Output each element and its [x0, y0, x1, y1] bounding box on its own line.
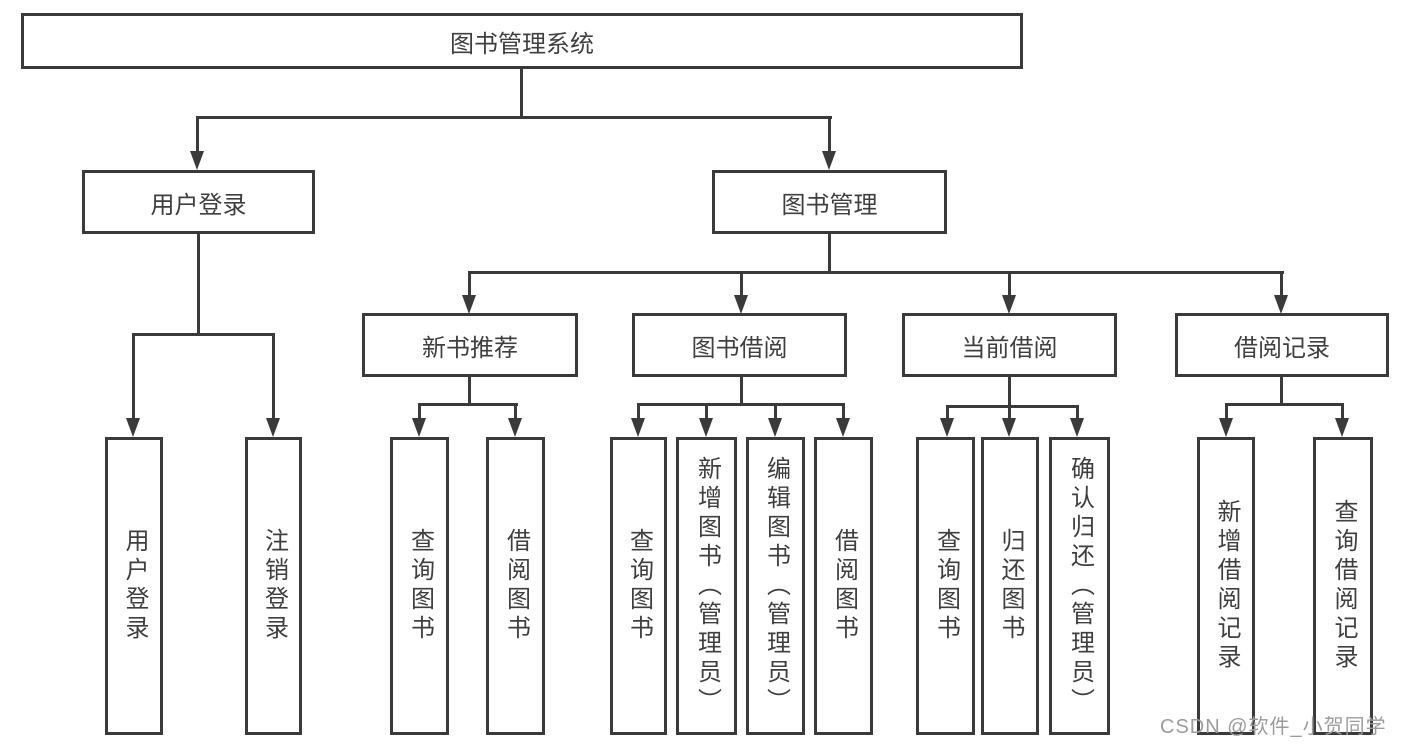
node-book-borrowing: 图书借阅 [632, 313, 847, 377]
node-current-borrowing: 当前借阅 [902, 313, 1117, 377]
arrow-down-icon [822, 151, 836, 170]
arrow-down-icon [699, 418, 713, 437]
connector-drop [946, 405, 949, 420]
arrow-down-icon [1070, 418, 1084, 437]
connector-root-stem [520, 68, 523, 118]
leaf-label: 确认归还（管理员） [1066, 455, 1094, 717]
arrow-down-icon [126, 418, 140, 437]
arrow-down-icon [412, 418, 426, 437]
connector-drop [740, 271, 743, 297]
connector-book-mgmt-drop [828, 116, 831, 153]
leaf-label: 注销登录 [260, 528, 288, 644]
connector-book-borrow-rail [637, 403, 845, 406]
leaf-cb-return-books: 归还图书 [981, 437, 1039, 735]
arrow-down-icon [1219, 418, 1233, 437]
leaf-user-login: 用户登录 [105, 437, 163, 735]
leaf-label: 借阅图书 [502, 528, 530, 644]
connector-level3-rail [468, 271, 1284, 274]
connector-drop [272, 333, 275, 419]
connector-drop [468, 271, 471, 297]
connector-drop [1225, 403, 1228, 420]
arrow-down-icon [266, 418, 280, 437]
arrow-down-icon [734, 295, 748, 314]
leaf-label: 查询图书 [406, 528, 434, 644]
connector-current-borrow-rail [946, 405, 1079, 408]
connector-drop [1280, 271, 1283, 297]
arrow-down-icon [836, 418, 850, 437]
leaf-bb-add-books-admin: 新增图书（管理员） [676, 437, 737, 735]
leaf-label: 查询图书 [932, 528, 960, 644]
connector-drop [705, 403, 708, 420]
connector-new-book-stem [468, 376, 471, 405]
leaf-nb-query-books: 查询图书 [390, 437, 449, 735]
leaf-br-add-record: 新增借阅记录 [1197, 437, 1255, 735]
leaf-label: 编辑图书（管理员） [762, 455, 790, 717]
leaf-logout-login: 注销登录 [245, 437, 302, 735]
leaf-cb-confirm-return-admin: 确认归还（管理员） [1049, 437, 1110, 735]
arrow-down-icon [768, 418, 782, 437]
connector-book-borrow-stem [740, 376, 743, 405]
connector-records-stem [1280, 376, 1283, 405]
connector-new-book-rail [418, 403, 518, 406]
leaf-label: 查询借阅记录 [1330, 499, 1357, 673]
arrow-down-icon [940, 418, 954, 437]
leaf-label: 用户登录 [121, 528, 148, 644]
connector-drop [1008, 271, 1011, 297]
arrow-down-icon [508, 418, 522, 437]
connector-records-rail [1225, 403, 1344, 406]
arrow-down-icon [631, 418, 645, 437]
leaf-label: 归还图书 [997, 528, 1024, 644]
connector-drop [418, 403, 421, 420]
connector-drop [514, 403, 517, 420]
connector-level2-rail [196, 116, 832, 119]
leaf-bb-borrow-books: 借阅图书 [814, 437, 873, 735]
arrow-down-icon [1274, 295, 1288, 314]
connector-current-borrow-stem [1008, 376, 1011, 407]
leaf-label: 借阅图书 [830, 528, 858, 644]
connector-user-login-rail [132, 333, 275, 336]
connector-drop [842, 403, 845, 420]
leaf-label: 查询图书 [625, 528, 653, 644]
leaf-label: 新增借阅记录 [1213, 499, 1240, 673]
leaf-bb-query-books: 查询图书 [610, 437, 667, 735]
connector-user-login-stem [197, 233, 200, 335]
leaf-label: 新增图书（管理员） [693, 455, 721, 717]
leaf-cb-query-books: 查询图书 [916, 437, 975, 735]
csdn-watermark: CSDN @软件_小贺同学 [1160, 716, 1387, 738]
arrow-down-icon [1335, 418, 1349, 437]
node-book-management: 图书管理 [712, 170, 947, 234]
arrow-down-icon [190, 151, 204, 170]
connector-drop [132, 333, 135, 419]
arrow-down-icon [462, 295, 476, 314]
connector-drop [1008, 405, 1011, 420]
node-library-system: 图书管理系统 [21, 13, 1023, 69]
node-user-login-branch: 用户登录 [82, 170, 315, 234]
connector-drop [1076, 405, 1079, 420]
connector-drop [637, 403, 640, 420]
connector-drop [1341, 403, 1344, 420]
connector-drop [774, 403, 777, 420]
connector-user-login-drop [196, 116, 199, 153]
leaf-bb-edit-books-admin: 编辑图书（管理员） [746, 437, 805, 735]
arrow-down-icon [1002, 295, 1016, 314]
leaf-br-query-record: 查询借阅记录 [1313, 437, 1373, 735]
node-borrowing-records: 借阅记录 [1175, 313, 1389, 377]
node-new-book-recommend: 新书推荐 [362, 313, 578, 377]
connector-book-mgmt-stem [828, 233, 831, 273]
leaf-nb-borrow-books: 借阅图书 [486, 437, 545, 735]
arrow-down-icon [1002, 418, 1016, 437]
